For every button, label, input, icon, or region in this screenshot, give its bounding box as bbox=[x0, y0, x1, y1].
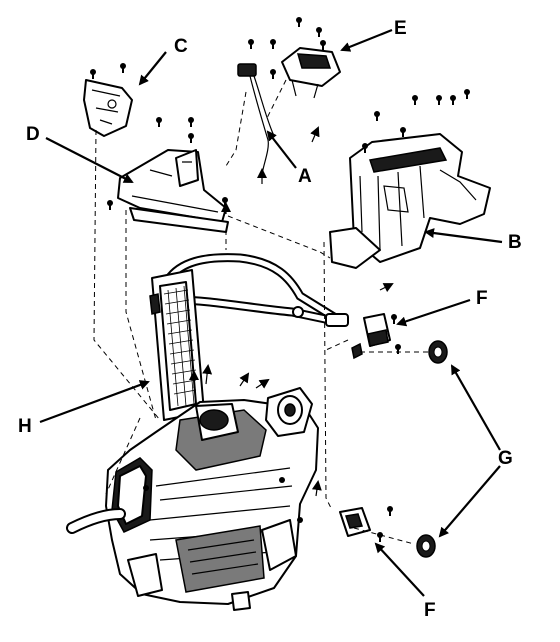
leader-f-upper bbox=[396, 298, 471, 327]
part-g-grommet-upper bbox=[428, 340, 448, 364]
part-e-module bbox=[281, 17, 341, 99]
bolt-icon bbox=[391, 314, 397, 324]
leader-g-upper bbox=[451, 364, 501, 451]
callout-e: E bbox=[394, 18, 407, 39]
bolt-icon bbox=[450, 95, 456, 105]
callout-d: D bbox=[26, 124, 40, 145]
bolt-icon bbox=[188, 133, 194, 143]
drain-hose bbox=[66, 508, 126, 534]
leader-e bbox=[340, 28, 393, 52]
part-f-upper-clamp bbox=[351, 313, 401, 360]
leader-d bbox=[45, 137, 134, 183]
part-g-grommet-lower bbox=[416, 534, 436, 558]
bolt-icon bbox=[270, 39, 276, 49]
callout-h: H bbox=[18, 416, 32, 437]
bolt-icon bbox=[156, 117, 162, 127]
bolt-icon bbox=[464, 89, 470, 99]
bolt-icon bbox=[248, 39, 254, 49]
bolt-icon bbox=[316, 27, 322, 37]
leader-h bbox=[39, 380, 150, 424]
callout-b: B bbox=[508, 232, 522, 253]
part-h-heater-core bbox=[149, 269, 205, 421]
bolt-icon bbox=[400, 127, 406, 137]
bolt-icon bbox=[436, 95, 442, 105]
leader-c bbox=[138, 51, 167, 86]
installation-guide-lines bbox=[93, 79, 428, 545]
callout-c: C bbox=[174, 36, 188, 57]
part-f-lower-clamp bbox=[339, 506, 393, 542]
part-b-blower-housing bbox=[329, 89, 491, 269]
callout-f-lower: F bbox=[424, 600, 436, 621]
callout-g: G bbox=[498, 448, 513, 469]
bolt-icon bbox=[377, 532, 383, 542]
leader-f-lower bbox=[374, 542, 425, 597]
bolt-icon bbox=[387, 506, 393, 516]
heater-unit-housing bbox=[105, 387, 319, 611]
leader-b bbox=[424, 228, 503, 244]
bolt-icon bbox=[90, 69, 96, 79]
callout-leaders bbox=[39, 28, 503, 597]
bolt-icon bbox=[120, 63, 126, 73]
part-d-duct-bracket bbox=[107, 117, 229, 233]
bolt-icon bbox=[270, 69, 276, 79]
bolt-icon bbox=[107, 200, 113, 210]
bolt-icon bbox=[412, 95, 418, 105]
leader-g-lower bbox=[438, 465, 501, 538]
bolt-icon bbox=[320, 40, 326, 50]
assembly-direction-arrows bbox=[189, 126, 394, 497]
bolt-icon bbox=[188, 117, 194, 127]
callout-f-upper: F bbox=[476, 288, 488, 309]
part-a-sensor bbox=[237, 39, 276, 177]
bolt-icon bbox=[374, 111, 380, 121]
bolt-icon bbox=[296, 17, 302, 27]
callout-a: A bbox=[298, 166, 312, 187]
part-c-bracket bbox=[83, 63, 133, 137]
leader-a bbox=[266, 130, 297, 169]
